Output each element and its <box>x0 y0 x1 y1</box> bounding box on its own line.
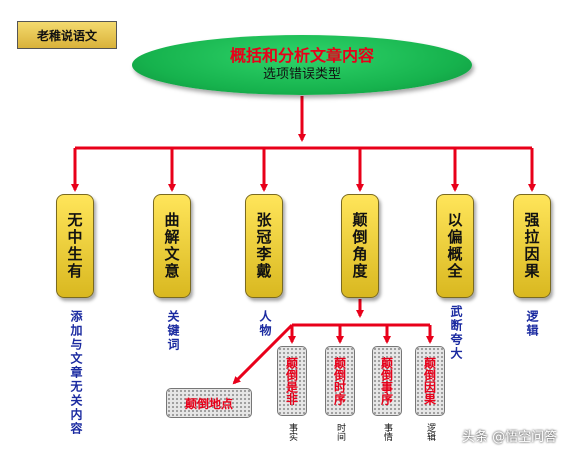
sub-node-label: 颠倒事序 <box>379 357 394 405</box>
sub-node-note: 事实 <box>287 423 297 441</box>
category-node-misattribution: 张冠李戴 <box>245 194 283 298</box>
category-note: 武断夸大 <box>449 305 463 361</box>
category-label: 无中生有 <box>65 212 84 280</box>
root-title: 概括和分析文章内容 <box>229 46 374 65</box>
category-label: 以偏概全 <box>445 212 464 280</box>
category-label: 张冠李戴 <box>254 212 273 280</box>
author-badge: 老稚说语文 <box>17 21 117 49</box>
category-node-overgeneralization: 以偏概全 <box>436 194 474 298</box>
category-label: 曲解文意 <box>162 212 181 280</box>
category-node-misinterpretation: 曲解文意 <box>153 194 191 298</box>
category-node-inversion: 颠倒角度 <box>341 194 379 298</box>
category-note: 添加与文章无关内容 <box>69 310 83 436</box>
category-note: 人物 <box>258 310 272 338</box>
sub-node-label: 颠倒时序 <box>332 357 347 405</box>
sub-node-event-order: 颠倒事序 <box>372 346 402 416</box>
sub-node-label: 颠倒是非 <box>284 357 299 405</box>
sub-node-place: 颠倒地点 <box>166 388 252 418</box>
category-node-forced-causality: 强拉因果 <box>513 194 551 298</box>
category-note: 关键词 <box>166 310 180 352</box>
category-label: 强拉因果 <box>522 212 541 280</box>
category-label: 颠倒角度 <box>350 212 369 280</box>
root-subtitle: 选项错误类型 <box>262 67 341 82</box>
root-node: 概括和分析文章内容 选项错误类型 <box>132 35 472 95</box>
sub-node-note: 时间 <box>335 423 345 441</box>
sub-node-time-order: 颠倒时序 <box>325 346 355 416</box>
category-note: 逻辑 <box>525 310 539 338</box>
watermark: 头条 @悟空问答 <box>462 430 558 445</box>
sub-node-label: 颠倒因果 <box>422 357 437 405</box>
sub-node-note: 逻辑 <box>425 423 435 441</box>
sub-node-note: 事情 <box>382 423 392 441</box>
sub-node-right-wrong: 颠倒是非 <box>277 346 307 416</box>
sub-node-cause-effect: 颠倒因果 <box>415 346 445 416</box>
category-node-fabrication: 无中生有 <box>56 194 94 298</box>
